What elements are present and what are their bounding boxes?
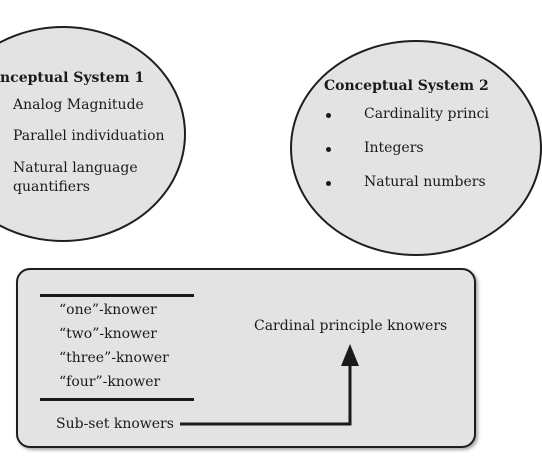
- bullet-icon: [326, 181, 331, 186]
- subset-item-two-knower: “two”-knower: [59, 326, 157, 342]
- transition-arrow: [180, 344, 359, 426]
- bullet-icon: [326, 147, 331, 152]
- system-2-item-cardinality: Cardinality princi: [364, 106, 489, 122]
- system-2-title: Conceptual System 2: [324, 78, 489, 94]
- system-1-title: nceptual System 1: [0, 70, 145, 86]
- subset-top-divider: [40, 294, 194, 297]
- subset-bottom-divider: [40, 398, 194, 401]
- subset-item-three-knower: “three”-knower: [59, 350, 169, 366]
- diagram-canvas: nceptual System 1 Analog Magnitude Paral…: [0, 26, 542, 448]
- system-2-item-natural-numbers: Natural numbers: [364, 174, 486, 190]
- knowers-box: [16, 268, 476, 448]
- bullet-icon: [326, 113, 331, 118]
- subset-knowers-label: Sub-set knowers: [56, 416, 174, 432]
- arrow-head-icon: [341, 344, 359, 366]
- system-1-item-parallel-individuation: Parallel individuation: [13, 128, 165, 144]
- subset-item-four-knower: “four”-knower: [59, 374, 161, 390]
- cardinal-principle-knowers-label: Cardinal principle knowers: [254, 318, 448, 334]
- system-1-item-quantifiers: quantifiers: [13, 179, 90, 195]
- system-1-item-analog-magnitude: Analog Magnitude: [13, 97, 144, 113]
- subset-item-one-knower: “one”-knower: [59, 302, 157, 318]
- system-1-item-natural-language: Natural language: [13, 160, 138, 176]
- conceptual-system-2-circle: [290, 40, 542, 256]
- system-2-item-integers: Integers: [364, 140, 424, 156]
